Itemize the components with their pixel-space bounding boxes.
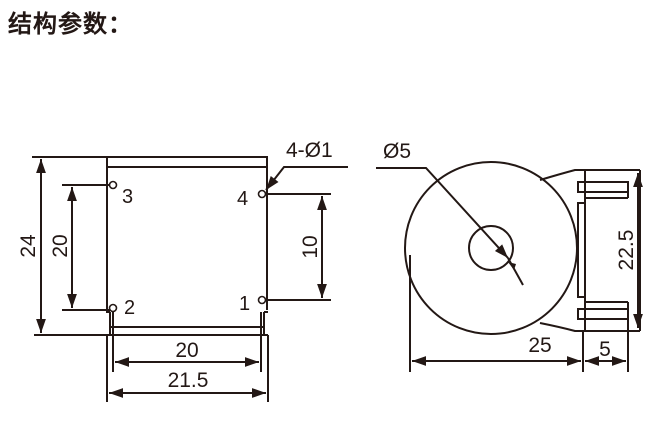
pin-callout-leader: [265, 166, 348, 191]
pin-label-2: 2: [124, 297, 135, 319]
pin-label-4: 4: [237, 188, 248, 210]
front-view: 3 2 4 1 24 20 10 4-Ø1 20 21.5: [17, 139, 348, 402]
dim-21-5-label: 21.5: [168, 369, 209, 392]
dim-25-label: 25: [528, 334, 551, 357]
side-view: Ø5 22.5 25 5: [376, 140, 643, 372]
pin-1-icon: [257, 295, 267, 305]
dim-20v-label: 20: [49, 234, 72, 257]
section-title: 结构参数：: [8, 10, 133, 38]
dim-24-label: 24: [17, 234, 40, 258]
pin-4-icon: [257, 189, 267, 199]
base-bracket: [539, 169, 586, 332]
front-body-outline: [106, 156, 268, 310]
toroid-body: [404, 161, 578, 335]
pin-label-1: 1: [239, 293, 250, 315]
pin-3-icon: [108, 180, 118, 190]
dim-20h-label: 20: [175, 339, 198, 362]
dim-10-label: 10: [299, 235, 322, 258]
pin-callout-label: 4-Ø1: [286, 139, 333, 162]
center-hole: [468, 225, 514, 271]
hole-leader: [376, 167, 509, 259]
dim-22-5-label: 22.5: [615, 230, 638, 271]
dim-5-label: 5: [599, 338, 611, 361]
hole-diameter-label: Ø5: [383, 140, 411, 163]
lower-slot: [577, 308, 629, 320]
pin-2-icon: [108, 303, 118, 313]
pin-label-3: 3: [122, 186, 133, 208]
upper-slot: [577, 181, 629, 193]
